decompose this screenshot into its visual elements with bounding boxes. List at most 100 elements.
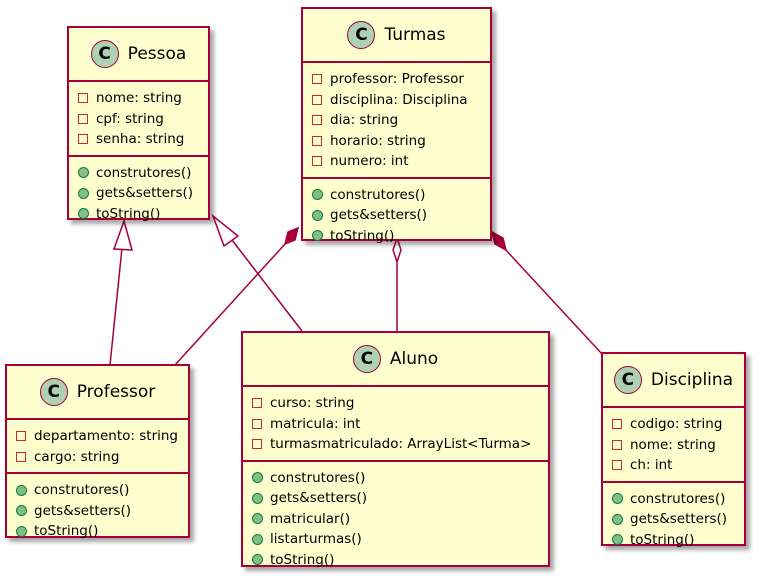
public-icon: [612, 493, 623, 505]
attribute-label: nome: string: [96, 90, 182, 107]
method-row: construtores(): [7, 480, 188, 501]
attribute-label: horario: string: [330, 132, 426, 149]
class-disciplina: C Disciplina codigo: string nome: string…: [601, 352, 746, 548]
attribute-row: disciplina: Disciplina: [303, 90, 490, 111]
class-header: C Pessoa: [69, 28, 208, 82]
attribute-row: curso: string: [243, 393, 548, 414]
class-pessoa: C Pessoa nome: string cpf: string senha:…: [67, 26, 210, 222]
public-icon: [78, 167, 89, 179]
attribute-row: senha: string: [69, 129, 208, 150]
method-label: toString(): [96, 205, 161, 222]
method-label: construtores(): [34, 482, 130, 499]
public-icon: [612, 513, 623, 525]
attribute-label: dia: string: [330, 112, 399, 129]
attribute-label: professor: Professor: [330, 71, 464, 88]
methods-section: construtores() gets&setters() toString(): [603, 480, 744, 556]
private-icon: [312, 135, 322, 146]
attribute-row: departamento: string: [7, 426, 188, 447]
composition-diamond: [283, 226, 300, 246]
attribute-label: ch: int: [630, 457, 673, 474]
private-icon: [78, 93, 88, 104]
public-icon: [78, 187, 89, 199]
private-icon: [312, 156, 322, 167]
public-icon: [252, 472, 263, 484]
private-icon: [252, 398, 262, 409]
class-name: Turmas: [384, 25, 446, 45]
class-badge-icon: C: [352, 345, 381, 373]
public-icon: [16, 505, 27, 517]
attribute-label: curso: string: [270, 395, 355, 412]
methods-section: construtores() gets&setters() toString(): [7, 472, 188, 547]
attribute-label: cpf: string: [96, 110, 164, 127]
method-row: construtores(): [243, 468, 548, 489]
private-icon: [16, 431, 26, 442]
public-icon: [252, 492, 263, 504]
public-icon: [16, 525, 27, 537]
private-icon: [612, 419, 622, 430]
edge-turmas-professor: [174, 243, 286, 366]
attributes-section: departamento: string cargo: string: [7, 420, 188, 472]
attribute-row: codigo: string: [603, 414, 744, 435]
public-icon: [78, 208, 89, 220]
public-icon: [252, 533, 263, 545]
attribute-row: turmasmatriculado: ArrayList<Turma>: [243, 434, 548, 455]
attribute-row: nome: string: [603, 435, 744, 456]
method-label: gets&setters(): [270, 490, 368, 507]
class-header: C Professor: [7, 366, 188, 420]
private-icon: [612, 460, 622, 471]
public-icon: [612, 534, 623, 546]
class-name: Professor: [76, 382, 156, 402]
attribute-row: nome: string: [69, 88, 208, 109]
class-badge-icon: C: [39, 378, 68, 406]
attributes-section: professor: Professor disciplina: Discipl…: [303, 63, 490, 177]
method-row: gets&setters(): [69, 183, 208, 204]
method-row: toString(): [303, 226, 490, 247]
edge-turmas-disciplina: [503, 247, 603, 355]
method-row: construtores(): [69, 163, 208, 184]
method-row: listarturmas(): [243, 529, 548, 550]
method-row: toString(): [69, 204, 208, 225]
attribute-row: cpf: string: [69, 109, 208, 130]
private-icon: [612, 439, 622, 450]
class-professor: C Professor departamento: string cargo: …: [5, 364, 190, 539]
aggregation-diamond: [392, 235, 402, 265]
method-label: gets&setters(): [96, 185, 194, 202]
attribute-label: matricula: int: [270, 415, 361, 432]
method-label: gets&setters(): [630, 511, 728, 528]
class-aluno: C Aluno curso: string matricula: int tur…: [241, 331, 550, 568]
public-icon: [312, 189, 323, 201]
class-name: Pessoa: [127, 44, 187, 64]
attribute-row: horario: string: [303, 131, 490, 152]
class-name: Aluno: [389, 349, 439, 369]
methods-section: construtores() gets&setters() matricular…: [243, 459, 548, 576]
method-label: matricular(): [270, 510, 351, 527]
method-row: matricular(): [243, 509, 548, 530]
class-name: Disciplina: [650, 370, 734, 390]
class-badge-icon: C: [90, 40, 119, 68]
method-row: construtores(): [603, 489, 744, 510]
method-label: toString(): [270, 551, 335, 568]
attribute-label: numero: int: [330, 153, 409, 170]
method-row: toString(): [603, 530, 744, 551]
attribute-row: matricula: int: [243, 414, 548, 435]
attribute-row: cargo: string: [7, 447, 188, 468]
private-icon: [16, 451, 26, 462]
class-badge-icon: C: [347, 21, 376, 49]
method-label: toString(): [34, 523, 99, 540]
attributes-section: curso: string matricula: int turmasmatri…: [243, 387, 548, 460]
attribute-label: cargo: string: [34, 448, 120, 465]
methods-section: construtores() gets&setters() toString(): [303, 176, 490, 252]
attribute-label: codigo: string: [630, 416, 723, 433]
attributes-section: nome: string cpf: string senha: string: [69, 82, 208, 155]
public-icon: [312, 209, 323, 221]
method-label: gets&setters(): [330, 207, 428, 224]
method-label: construtores(): [270, 469, 366, 486]
attribute-row: dia: string: [303, 110, 490, 131]
private-icon: [78, 134, 88, 145]
method-row: toString(): [7, 521, 188, 542]
attribute-label: departamento: string: [34, 428, 178, 445]
method-label: construtores(): [330, 186, 426, 203]
method-label: toString(): [330, 227, 395, 244]
method-row: gets&setters(): [243, 488, 548, 509]
inheritance-arrowhead: [112, 218, 134, 251]
